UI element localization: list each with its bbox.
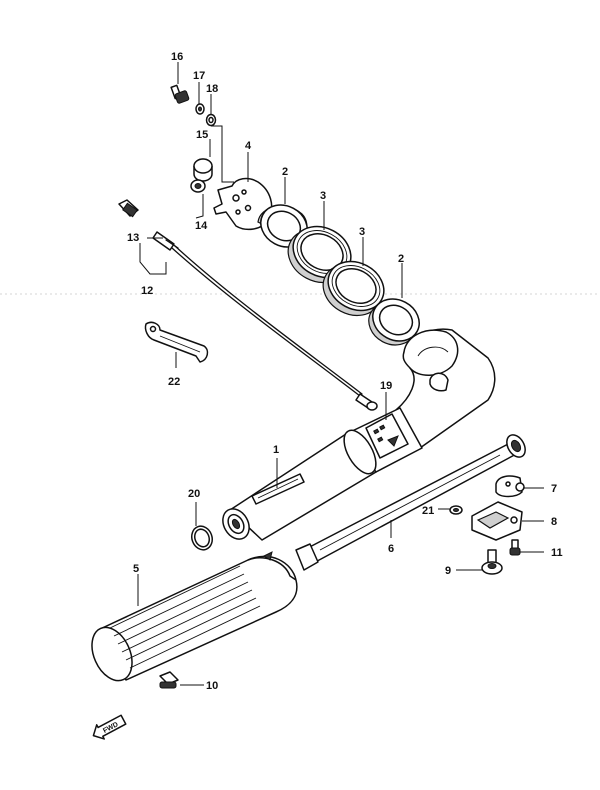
part-16-bolt [170,84,190,104]
callout-2a: 2 [282,166,288,178]
part-13-fitting [118,199,139,218]
part-6-shaft [295,434,526,571]
part-18-ring [205,113,217,127]
callout-6: 6 [388,543,394,555]
part-12-cable [152,231,378,411]
callout-21: 21 [422,505,434,517]
part-17-washer [195,103,205,115]
callout-14: 14 [195,220,208,232]
part-8-bracket [471,501,523,541]
callout-20: 20 [188,488,200,500]
callout-9: 9 [445,565,451,577]
callout-16: 16 [171,51,183,63]
callout-3a: 3 [320,190,326,202]
callout-15: 15 [196,129,208,141]
callout-1: 1 [273,444,279,456]
part-5-grip [91,551,298,682]
leader-lines [137,62,544,686]
tiller-handle-body [222,328,496,541]
callout-11: 11 [551,547,563,559]
callout-7: 7 [551,483,557,495]
fwd-arrow-icon: FWD [92,714,127,740]
part-3-ring-lower [322,260,385,317]
callout-19: 19 [380,380,392,392]
callout-12: 12 [141,285,153,297]
part-7-plate [495,475,525,498]
callout-8: 8 [551,516,557,528]
callout-17: 17 [193,70,205,82]
callout-5: 5 [133,563,139,575]
callout-18: 18 [206,83,218,95]
callout-3b: 3 [359,226,365,238]
callout-13: 13 [127,232,139,244]
part-9-stud [481,549,503,575]
part-20-ring [190,525,214,551]
part-15-bushing [193,158,213,182]
part-14-collar [190,179,206,193]
callout-2b: 2 [398,253,404,265]
part-2-ring-lower [368,298,420,346]
part-21-washer [449,505,463,515]
callout-4: 4 [245,140,252,152]
part-10-screw [159,671,179,689]
callout-22: 22 [168,376,180,388]
callout-10: 10 [206,680,218,692]
callout-labels: 16 17 18 15 4 2 3 3 2 14 13 12 22 19 1 2… [127,51,563,692]
part-22-bracket [144,321,209,363]
part-11-screw [509,539,521,556]
